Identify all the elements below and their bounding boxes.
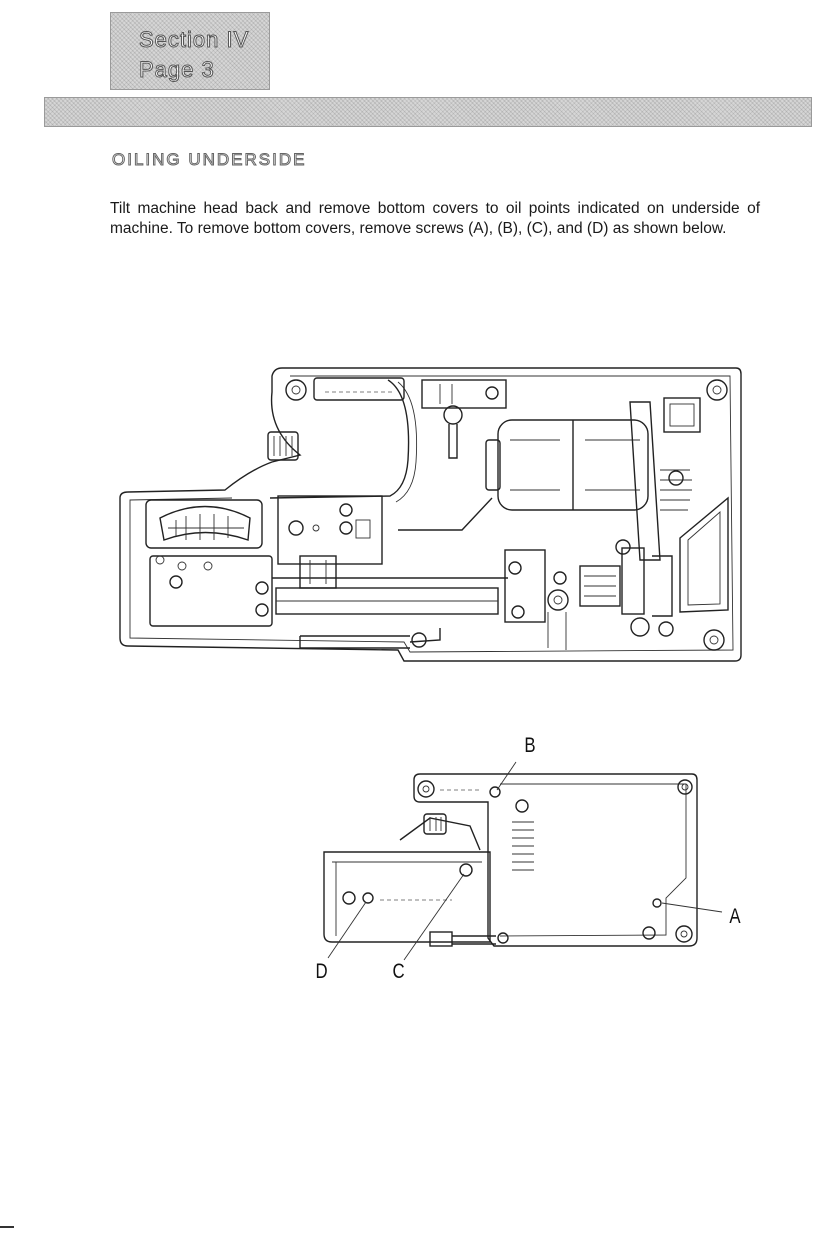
page-corner-mark xyxy=(0,1226,14,1228)
leader-c xyxy=(404,874,464,960)
screw-d-adjacent xyxy=(343,892,355,904)
callout-b: B xyxy=(524,734,535,758)
callout-c: C xyxy=(393,960,405,984)
right-bottom-cover xyxy=(414,774,697,946)
leader-b xyxy=(497,762,516,790)
callout-d: D xyxy=(316,960,328,984)
screw-a xyxy=(653,899,661,907)
left-bottom-cover xyxy=(324,852,490,942)
leader-a xyxy=(662,903,722,912)
leader-d xyxy=(328,902,366,958)
screw-c xyxy=(460,864,472,876)
callout-a: A xyxy=(729,905,740,929)
screw-d xyxy=(363,893,373,903)
